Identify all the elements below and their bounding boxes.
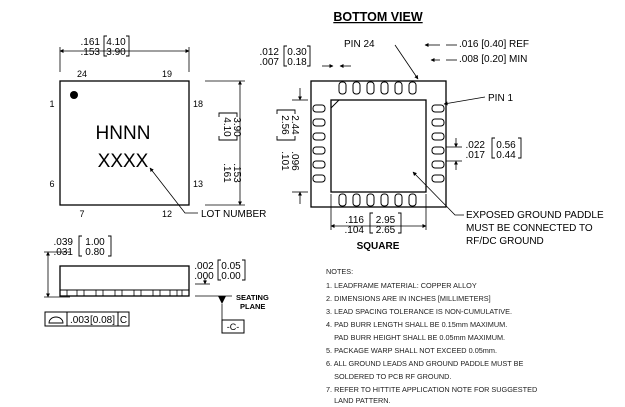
top-view-package-body	[59, 80, 190, 206]
standoff-dim-in-max: .002	[194, 261, 214, 272]
flatness-value: .003	[70, 315, 90, 326]
side-height-dim-mm-min: 0.80	[85, 247, 105, 258]
bottom-view-leads-left	[312, 104, 326, 183]
top-view: .161 .153 4.10 3.90 24 19 1 18 6 13 7 12…	[49, 35, 266, 220]
paddle-note-line-1: EXPOSED GROUND PADDLE	[466, 210, 604, 221]
pin-label-13: 13	[193, 179, 203, 189]
bottom-view-leads-top	[338, 81, 417, 95]
top-height-dim-in-min: .153	[231, 163, 242, 183]
paddle-width-dim-in-min: .104	[345, 225, 365, 236]
paddle-height-dim-mm-min: 2.44	[289, 115, 300, 135]
lead-width-dim-mm-max: 0.30	[287, 47, 307, 58]
datum-c-label: -C-	[227, 322, 240, 332]
marking-line-2: XXXX	[98, 151, 149, 172]
flatness-datum: C	[120, 315, 127, 326]
side-height-dim-mm-max: 1.00	[85, 237, 105, 248]
note-line-2: 2. DIMENSIONS ARE IN INCHES [MILLIMETERS…	[326, 294, 491, 303]
lead-length-dim-in-min: .017	[466, 150, 486, 161]
seating-plane-marker	[218, 296, 226, 304]
pin1-indicator-dot	[70, 91, 78, 99]
lead-length-dim-mm-min: 0.44	[496, 150, 516, 161]
note-line-6: 6. ALL GROUND LEADS AND GROUND PADDLE MU…	[326, 359, 523, 368]
marking-line-1: HNNN	[96, 123, 151, 144]
top-height-dim-mm-max: 4.10	[221, 117, 232, 137]
notes-heading: NOTES:	[326, 267, 353, 276]
top-width-dim-mm-max: 4.10	[106, 37, 126, 48]
lead-width-dim-in-min: .007	[260, 57, 280, 68]
top-height-dim-mm-min: 3.90	[231, 117, 242, 137]
paddle-note-line-2: MUST BE CONNECTED TO	[466, 223, 593, 234]
bottom-view: .012 .007 0.30 0.18 PIN 24 .016 [0.40] R…	[260, 39, 604, 252]
pin-label-19: 19	[162, 69, 172, 79]
note-line-7: 7. REFER TO HITTITE APPLICATION NOTE FOR…	[326, 385, 537, 394]
pin-label-1: 1	[49, 99, 54, 109]
lead-width-dim-mm-min: 0.18	[287, 57, 307, 68]
exposed-ground-paddle	[330, 99, 427, 193]
pin-label-7: 7	[79, 209, 84, 219]
paddle-width-dim-mm-min: 2.65	[376, 225, 396, 236]
standoff-dim-mm-min: 0.00	[221, 271, 241, 282]
pin-label-12: 12	[162, 209, 172, 219]
notes-block: NOTES: 1. LEADFRAME MATERIAL: COPPER ALL…	[326, 267, 537, 405]
note-line-4: 4. PAD BURR LENGTH SHALL BE 0.15mm MAXIM…	[326, 320, 507, 329]
top-width-dim-mm-min: 3.90	[106, 47, 126, 58]
top-width-dim-in-max: .161	[81, 37, 101, 48]
bottom-view-title: BOTTOM VIEW	[333, 10, 423, 24]
paddle-note-line-3: RF/DC GROUND	[466, 236, 544, 247]
paddle-height-dim-in-min: .096	[289, 151, 300, 171]
side-view-package-body	[59, 265, 190, 297]
standoff-dim-mm-max: 0.05	[221, 261, 241, 272]
top-width-dim-in-min: .153	[81, 47, 101, 58]
note-line-5: 5. PACKAGE WARP SHALL NOT EXCEED 0.05mm.	[326, 346, 497, 355]
lead-gap-min: .008 [0.20] MIN	[459, 54, 527, 65]
bottom-view-package-body	[310, 80, 447, 208]
datum-c-box	[221, 319, 245, 334]
note-line-1: 1. LEADFRAME MATERIAL: COPPER ALLOY	[326, 281, 477, 290]
lead-length-dim-in-max: .022	[466, 140, 486, 151]
note-line-4b: PAD BURR HEIGHT SHALL BE 0.05mm MAXIMUM.	[326, 333, 505, 342]
lead-pitch-ref: .016 [0.40] REF	[459, 39, 529, 50]
note-line-7b: LAND PATTERN.	[326, 396, 391, 405]
top-height-dim-in-max: .161	[221, 163, 232, 183]
lead-width-dim-in-max: .012	[260, 47, 280, 58]
seating-plane-label-1: SEATING	[236, 293, 269, 302]
standoff-dim-in-min: .000	[194, 271, 214, 282]
note-line-6b: SOLDERED TO PCB RF GROUND.	[326, 372, 451, 381]
square-label: SQUARE	[357, 241, 400, 252]
bottom-view-leads-right	[431, 104, 445, 183]
lot-number-label: LOT NUMBER	[201, 209, 266, 220]
paddle-width-dim-mm-max: 2.95	[376, 215, 396, 226]
pin-label-24: 24	[77, 69, 87, 79]
pin-24-label: PIN 24	[344, 39, 375, 50]
pin-label-18: 18	[193, 99, 203, 109]
flatness-value-mm: [0.08]	[90, 315, 115, 326]
side-view: .039 .031 1.00 0.80 .002 .000 0.05 0.00	[44, 235, 269, 334]
pin-1-label: PIN 1	[488, 93, 513, 104]
bottom-view-leads-bottom	[338, 193, 417, 207]
lead-length-dim-mm-max: 0.56	[496, 140, 516, 151]
side-height-dim-in-min: .031	[54, 247, 74, 258]
seating-plane-label-2: PLANE	[240, 302, 265, 311]
side-height-dim-in-max: .039	[54, 237, 74, 248]
paddle-height-dim-mm-max: 2.56	[279, 115, 290, 135]
flatness-control-frame	[44, 311, 130, 327]
side-view-leads	[59, 289, 190, 297]
paddle-width-dim-in-max: .116	[345, 215, 364, 226]
pin-label-6: 6	[49, 179, 54, 189]
note-line-3: 3. LEAD SPACING TOLERANCE IS NON-CUMULAT…	[326, 307, 512, 316]
surface-profile-icon	[48, 316, 64, 324]
paddle-height-dim-in-max: .101	[279, 151, 290, 171]
